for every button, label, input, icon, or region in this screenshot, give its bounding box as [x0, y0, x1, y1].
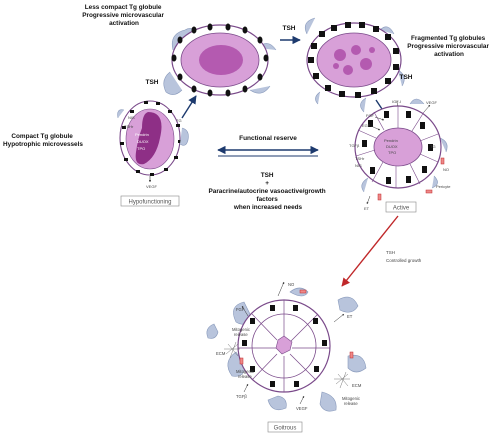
- label-tgfb: TGFβ: [236, 394, 247, 399]
- label-functional-reserve: Functional reserve: [239, 135, 297, 142]
- label-et: ET: [347, 314, 353, 319]
- label-vegf: VEGF: [146, 184, 157, 189]
- state-box-hypofunctioning: [120, 195, 180, 207]
- label-fgf: FGF: [236, 307, 245, 312]
- label-no: NO: [443, 167, 449, 172]
- follicle-less-compact: [163, 23, 277, 97]
- hypo-molecule-labels: NIS TSHr Pendrin DUOX TPO TG VEGF: [124, 115, 182, 189]
- label-no: NO: [288, 282, 295, 287]
- tg-remnant: [275, 335, 293, 355]
- label-nis: NIS: [355, 163, 362, 168]
- state-label-hypofunctioning: Hypofunctioning: [128, 200, 171, 206]
- label-duox: DUOX: [137, 139, 149, 144]
- state-label-goitrous: Goitrous: [274, 426, 297, 432]
- label-pendrin: Pendrin: [135, 132, 149, 137]
- state-box-goitrous: [267, 421, 303, 433]
- caption-reserve-center: TSH + Paracrine/autocrine vasoactive/gro…: [209, 172, 328, 211]
- label-pendrin: Pendrin: [384, 138, 398, 143]
- label-pericyte: Pericyte: [436, 184, 451, 189]
- label-tsh-left: TSH: [146, 79, 159, 86]
- follicle-fragmented: [304, 17, 405, 105]
- label-igf1: IGF-I: [392, 99, 401, 104]
- state-label-active: Active: [393, 206, 410, 212]
- arrow-controlled-growth: [341, 215, 399, 287]
- caption-fragmented: Fragmented Tg globules Progressive micro…: [407, 35, 491, 58]
- label-ecm-right: ECM: [352, 383, 362, 388]
- label-tg: TG: [176, 118, 182, 123]
- label-egf: EGF: [362, 123, 371, 128]
- microvessels-goitrous: [206, 287, 367, 412]
- microvessel: [360, 97, 448, 193]
- follicle-hypofunctioning: [117, 100, 189, 176]
- arrow-tsh-left: [181, 95, 197, 119]
- microvessel: [304, 17, 405, 105]
- tg-globule: [199, 45, 243, 75]
- label-nis: NIS: [128, 115, 135, 120]
- label-ecm-left: ECM: [216, 351, 226, 356]
- tg-globules: [333, 45, 375, 75]
- label-vegf: VEGF: [426, 100, 437, 105]
- microvessel: [117, 109, 189, 146]
- label-tgfb: TGFβ: [349, 143, 360, 148]
- label-tshr: TSHr: [355, 156, 365, 161]
- label-et: ET: [364, 206, 370, 211]
- label-tsh-growth: TSH: [386, 250, 395, 255]
- label-tsh-top: TSH: [283, 25, 296, 32]
- label-tsh-right: TSH: [400, 74, 413, 81]
- label-tg: TG: [430, 144, 436, 149]
- follicle-goitrous: [206, 287, 367, 412]
- label-controlled-growth: Controlled growth: [386, 258, 422, 263]
- state-box-active: [385, 201, 417, 213]
- label-tpo: TPO: [388, 150, 396, 155]
- label-tshr: TSHr: [124, 124, 134, 129]
- label-tpo: TPO: [137, 146, 145, 151]
- active-molecule-labels: IGF-I FGF EGF VEGF TGFβ TSHr NIS Pendrin…: [349, 99, 451, 211]
- label-duox: DUOX: [386, 144, 398, 149]
- caption-compact: Compact Tg globule Hypotrophic microvess…: [3, 133, 83, 148]
- caption-less-compact: Less compact Tg globule Progressive micr…: [82, 4, 166, 27]
- ecm-fibres: [224, 341, 350, 389]
- tg-globule-compact: [135, 112, 162, 165]
- label-vegf: VEGF: [296, 406, 308, 411]
- follicle-active: [354, 97, 448, 201]
- label-fgf: FGF: [366, 113, 375, 118]
- microvessel: [163, 28, 277, 95]
